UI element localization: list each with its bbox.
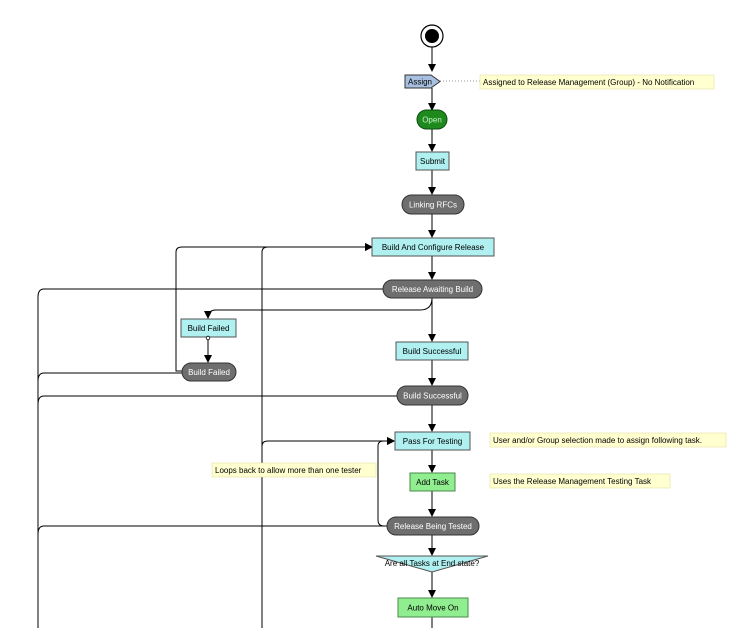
connectors <box>37 47 480 628</box>
edge-loop-to-build <box>261 243 373 628</box>
node-release-being-tested-label: Release Being Tested <box>394 522 472 531</box>
node-release-awaiting-build-label: Release Awaiting Build <box>392 285 473 294</box>
edge-awaiting-outer-loop <box>37 288 384 628</box>
node-build-successful-task[interactable]: Build Successful <box>395 341 469 361</box>
note-pass-for-testing: User and/or Group selection made to assi… <box>489 432 727 448</box>
node-auto-move-on-label: Auto Move On <box>407 604 458 613</box>
node-open[interactable]: Open <box>416 109 448 130</box>
node-decision[interactable]: Are all Tasks at End state? <box>375 555 489 573</box>
node-assign[interactable]: Assign <box>404 74 441 89</box>
node-build-successful-task-label: Build Successful <box>403 347 462 356</box>
edge-tested-outer-loop <box>37 525 386 628</box>
node-release-awaiting-build[interactable]: Release Awaiting Build <box>382 279 483 299</box>
edge-buildfailed-loop <box>175 243 373 372</box>
node-assign-label: Assign <box>408 78 432 87</box>
node-submit-label: Submit <box>420 157 446 166</box>
node-build-failed-state[interactable]: Build Failed <box>181 362 237 382</box>
node-auto-move-on[interactable]: Auto Move On <box>397 597 469 618</box>
start-node <box>420 24 444 48</box>
node-linking-rfcs[interactable]: Linking RFCs <box>401 194 465 215</box>
note-pass-for-testing-text: User and/or Group selection made to assi… <box>493 436 702 445</box>
node-build-failed-task[interactable]: Build Failed <box>180 318 237 341</box>
note-loop-text: Loops back to allow more than one tester <box>215 466 362 475</box>
edge-loop-to-pass <box>261 437 395 628</box>
edge-tester-loop <box>377 437 395 527</box>
node-decision-label: Are all Tasks at End state? <box>385 559 480 568</box>
node-build-and-configure[interactable]: Build And Configure Release <box>371 237 495 257</box>
node-add-task[interactable]: Add Task <box>409 472 456 492</box>
node-add-task-label: Add Task <box>416 478 450 487</box>
edge-awaiting-buildfailed <box>204 297 433 319</box>
node-build-and-configure-label: Build And Configure Release <box>382 243 485 252</box>
node-build-successful-state[interactable]: Build Successful <box>396 385 469 406</box>
note-add-task: Uses the Release Management Testing Task <box>489 473 671 489</box>
note-assign-text: Assigned to Release Management (Group) -… <box>483 78 694 87</box>
note-assign: Assigned to Release Management (Group) -… <box>479 74 715 90</box>
note-loop: Loops back to allow more than one tester <box>211 462 377 478</box>
node-submit[interactable]: Submit <box>415 151 450 171</box>
node-release-being-tested[interactable]: Release Being Tested <box>386 516 480 536</box>
node-build-successful-state-label: Build Successful <box>403 392 462 401</box>
node-build-failed-state-label: Build Failed <box>188 368 230 377</box>
node-pass-for-testing-label: Pass For Testing <box>403 437 462 446</box>
node-pass-for-testing[interactable]: Pass For Testing <box>394 431 471 451</box>
edge-buildfailed-outer-loop <box>37 372 184 628</box>
node-open-label: Open <box>422 116 442 125</box>
node-linking-rfcs-label: Linking RFCs <box>409 201 457 210</box>
note-add-task-text: Uses the Release Management Testing Task <box>493 477 652 486</box>
edge-success-outer-loop <box>37 395 398 628</box>
node-build-failed-task-label: Build Failed <box>188 324 230 333</box>
